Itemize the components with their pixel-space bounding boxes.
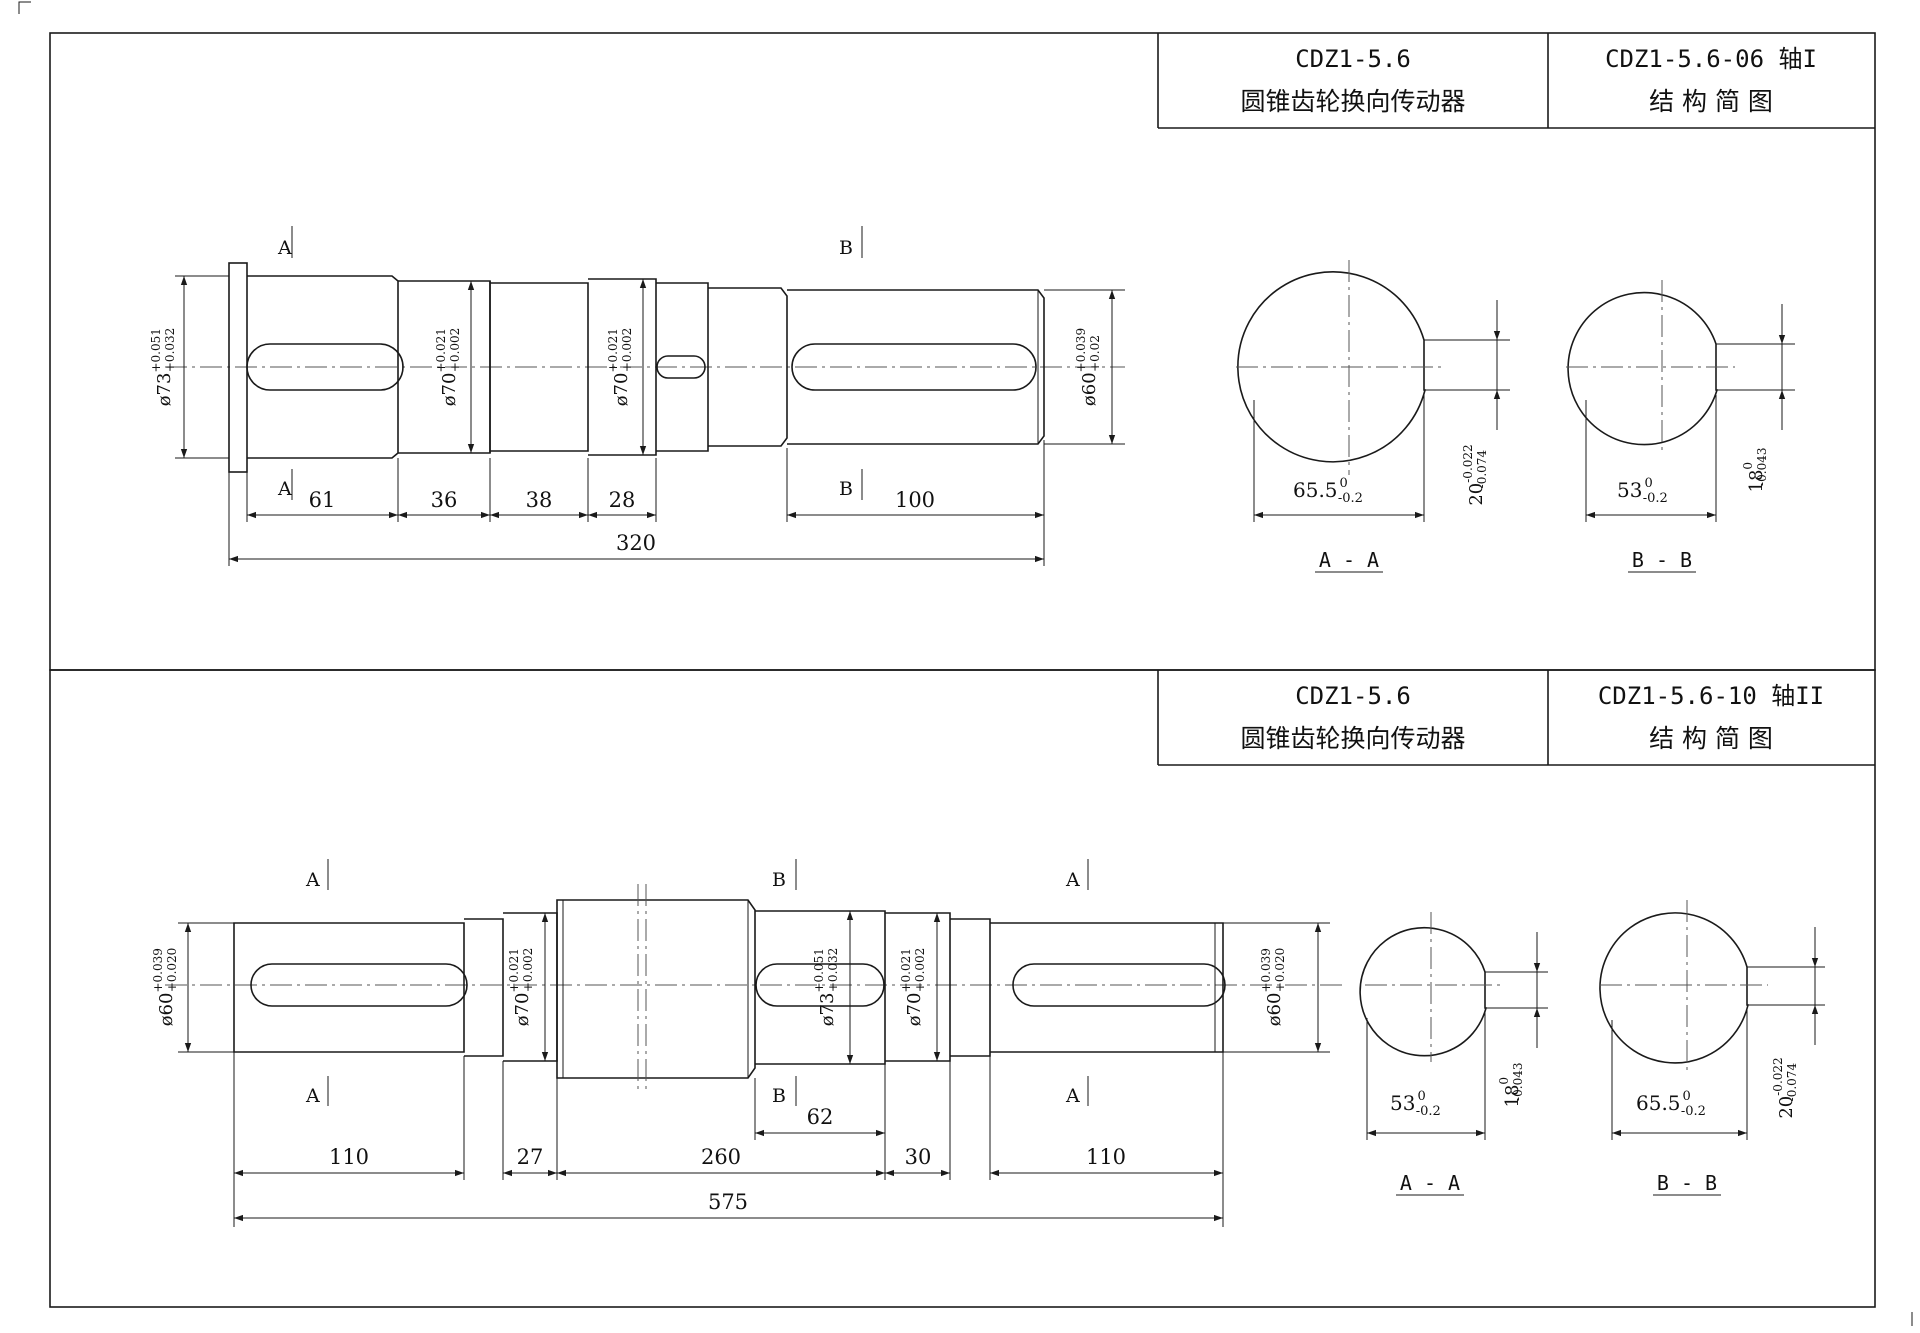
panel2-shaft [165,884,1345,1094]
panel2-drawing-type: 结 构 简 图 [1649,724,1773,753]
panel1-dim-d73: ø73+0.051+0.032 [149,328,177,407]
panel2-dim-110-right: 110 [1086,1145,1126,1169]
panel1-bb-key-dim: 180-0.043 [1741,448,1769,493]
panel2-marker-a1-bottom: A [305,1085,320,1107]
panel2-length-dims: 110 27 260 62 30 110 575 [233,1052,1224,1227]
panel1-dim-100: 100 [895,488,935,512]
panel1-keyway-2 [656,355,706,379]
panel2-marker-b-bottom: B [772,1085,786,1107]
panel2-product-code: CDZ1-5.6 [1295,682,1411,710]
panel1-marker-b-bottom: B [839,478,853,500]
panel1-aa-key-dim: 20-0.022-0.074 [1461,444,1489,505]
corner-mark-top-left [18,1,31,14]
panel2-dim-575: 575 [708,1190,748,1214]
panel1-title-block: CDZ1-5.6 圆锥齿轮换向传动器 CDZ1-5.6-06 轴I 结 构 简 … [1157,33,1875,129]
panel2-keyway-left [250,963,468,1007]
panel1-diameter-dims: ø73+0.051+0.032 ø70+0.021+0.002 ø70+0.02… [149,275,1125,459]
panel2-dim-d60-left: ø60+0.039+0.020 [151,948,179,1027]
panel1-keyway-1 [246,343,404,391]
panel2-marker-a2-bottom: A [1065,1085,1080,1107]
panel1-dim-d70b: ø70+0.021+0.002 [606,328,634,407]
panel2-keyway-mid [755,963,885,1007]
panel2-dim-110-left: 110 [329,1145,369,1169]
panel2-marker-a1-top: A [305,869,320,891]
panel1-drawing-code: CDZ1-5.6-06 轴I [1605,45,1817,73]
panel1-section-markers: A A B B [277,226,863,500]
panel2-dim-30: 30 [905,1145,932,1169]
panel2-aa-label: A - A [1400,1171,1460,1195]
panel1-shaft [165,262,1125,473]
panel1-dim-38: 38 [526,488,553,512]
panel2-keyway-right [1012,963,1226,1007]
panel1-dim-36: 36 [431,488,458,512]
panel2-section-markers: A A B B A A [305,859,1089,1107]
panel2-drawing-code: CDZ1-5.6-10 轴II [1598,682,1824,710]
panel2-marker-a2-top: A [1065,869,1080,891]
panel1-marker-b-top: B [839,237,853,259]
panel2-dim-62: 62 [807,1105,834,1129]
panel1-keyway-3 [791,343,1037,391]
panel1-aa-label: A - A [1319,548,1379,572]
panel2-dim-d60-right: ø60+0.039+0.020 [1259,948,1287,1027]
panel2-aa-key-dim: 180-0.043 [1497,1063,1525,1108]
panel1-dim-d70a: ø70+0.021+0.002 [434,328,462,407]
panel2-product-name: 圆锥齿轮换向传动器 [1240,724,1465,753]
panel2-title-block: CDZ1-5.6 圆锥齿轮换向传动器 CDZ1-5.6-10 轴II 结 构 简… [1157,670,1875,766]
panel1-bb-label: B - B [1632,548,1692,572]
panel2-dim-d73: ø73+0.051+0.032 [812,948,840,1027]
panel1-dim-d60: ø60+0.039+0.02 [1074,328,1102,406]
panel2-dim-d70-right: ø70+0.021+0.002 [899,948,927,1027]
panel1-product-code: CDZ1-5.6 [1295,45,1411,73]
panel2-frame [49,669,1876,1308]
panel1-marker-a-bottom: A [277,478,292,500]
panel2-diameter-dims: ø60+0.039+0.020 ø70+0.021+0.002 ø73+0.05… [151,911,1330,1064]
panel2-dim-27: 27 [517,1145,544,1169]
panel2-dim-d70-left: ø70+0.021+0.002 [507,948,535,1027]
panel1-product-name: 圆锥齿轮换向传动器 [1240,87,1465,116]
panel1-dim-320: 320 [616,531,656,555]
panel1-drawing-type: 结 构 简 图 [1649,87,1773,116]
panel1-marker-a-top: A [277,237,292,259]
panel2-marker-b-top: B [772,869,786,891]
panel1-dim-28: 28 [609,488,636,512]
panel1-length-dims: 61 36 38 28 100 320 [228,440,1045,566]
panel2-bb-key-dim: 20-0.022-0.074 [1771,1057,1799,1118]
panel1-dim-61: 61 [309,488,336,512]
panel2-dim-260: 260 [701,1145,741,1169]
panel2-bb-label: B - B [1657,1171,1717,1195]
